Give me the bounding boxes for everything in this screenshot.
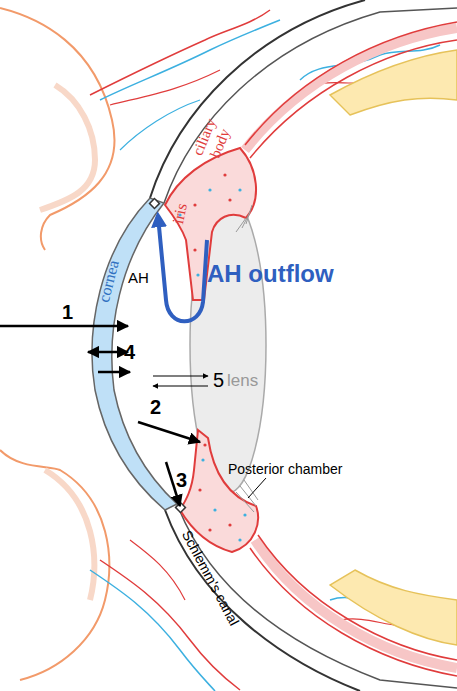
eyelid-outline xyxy=(0,450,109,680)
eyelid-skin xyxy=(40,85,95,210)
part-label: lens xyxy=(227,372,258,389)
sclera-outline xyxy=(165,510,360,691)
outflow-arrow xyxy=(158,216,207,321)
part-label: Posterior chamber xyxy=(228,462,342,476)
blood-vessel xyxy=(90,570,215,691)
callout-number: 2 xyxy=(150,397,161,417)
route-arrow xyxy=(0,325,128,328)
blood-vessel xyxy=(120,100,200,150)
blood-vessel xyxy=(90,10,270,95)
route-arrow xyxy=(153,385,208,386)
retina xyxy=(330,570,457,645)
route-arrow xyxy=(88,351,128,354)
choroid xyxy=(255,540,457,668)
callout-number: 5 xyxy=(213,370,224,390)
retina xyxy=(330,50,457,115)
choroid-vessel xyxy=(250,548,457,676)
tissue-dots xyxy=(178,173,246,541)
blood-vessel xyxy=(130,540,185,600)
callout-number: 1 xyxy=(62,302,73,322)
leader-line xyxy=(248,478,266,498)
route-arrow xyxy=(138,422,200,442)
callout-number: 4 xyxy=(124,342,135,362)
cornea-shape xyxy=(92,198,177,510)
flow-label: AH outflow xyxy=(207,262,334,286)
route-arrow xyxy=(153,375,208,376)
schlemm-canal xyxy=(150,199,160,209)
zonule-fibers xyxy=(236,480,258,512)
choroid-vessel xyxy=(245,22,457,145)
eyelid-skin xyxy=(45,470,94,600)
zonule-fibers xyxy=(236,205,252,232)
part-label: AH xyxy=(128,270,149,285)
blood-vessel xyxy=(110,70,220,105)
blood-vessel xyxy=(100,20,280,100)
route-arrow xyxy=(98,371,130,374)
callout-number: 3 xyxy=(176,470,187,490)
eyelid-outline xyxy=(0,8,115,250)
